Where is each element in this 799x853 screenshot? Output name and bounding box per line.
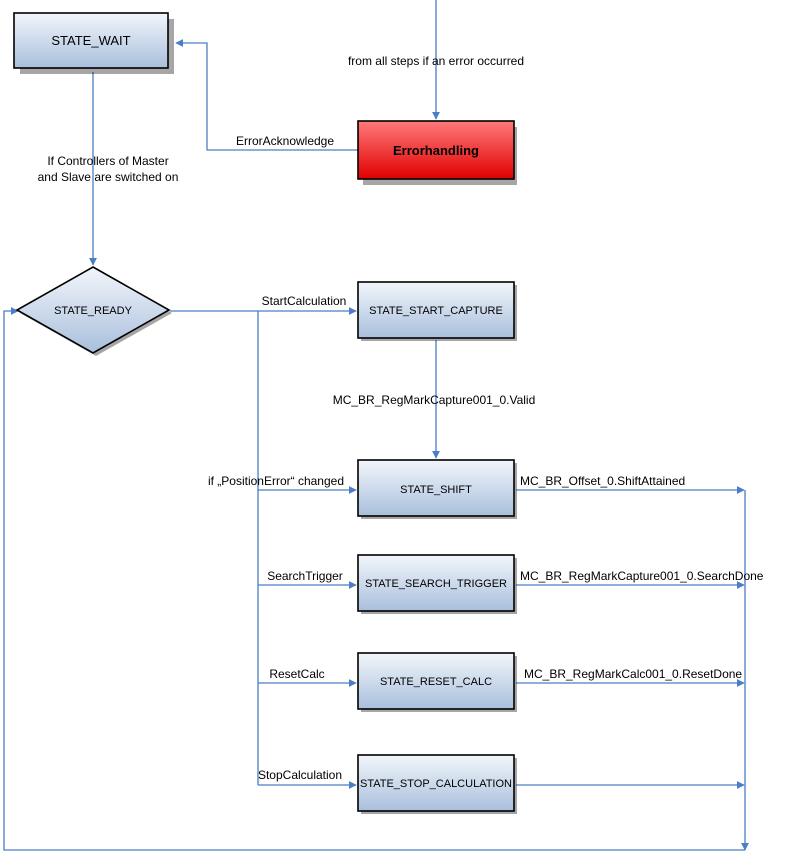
state-start-capture-label: STATE_START_CAPTURE	[369, 305, 503, 317]
state-shift-node: STATE_SHIFT	[357, 459, 517, 519]
edge-error-ack	[175, 39, 358, 151]
state-reset-calc-label: STATE_RESET_CALC	[380, 676, 492, 688]
edge-labels: from all steps if an error occurred Erro…	[38, 54, 764, 782]
label-start-calculation: StartCalculation	[262, 294, 347, 308]
state-wait-node: STATE_WAIT	[13, 12, 174, 74]
errorhandling-node: Errorhandling	[357, 120, 517, 185]
state-start-capture-node: STATE_START_CAPTURE	[357, 281, 517, 341]
edge-return-loop	[3, 307, 745, 851]
label-search-trigger: SearchTrigger	[267, 569, 343, 583]
state-stop-calculation-node: STATE_STOP_CALCULATION	[357, 754, 517, 814]
state-shift-label: STATE_SHIFT	[400, 484, 472, 496]
label-position-error: if „PositionError“ changed	[208, 474, 344, 488]
state-stop-calculation-label: STATE_STOP_CALCULATION	[360, 778, 512, 790]
edges	[3, 0, 749, 851]
label-error-acknowledge: ErrorAcknowledge	[236, 134, 334, 148]
state-wait-label: STATE_WAIT	[51, 33, 130, 48]
state-search-trigger-node: STATE_SEARCH_TRIGGER	[357, 554, 517, 614]
label-controllers-line2: and Slave are switched on	[38, 170, 179, 184]
errorhandling-label: Errorhandling	[393, 143, 479, 158]
label-controllers-line1: If Controllers of Master	[47, 154, 168, 168]
state-reset-calc-node: STATE_RESET_CALC	[357, 652, 517, 712]
state-ready-node: STATE_READY	[15, 266, 172, 356]
label-capture-valid: MC_BR_RegMarkCapture001_0.Valid	[333, 393, 536, 407]
state-search-trigger-label: STATE_SEARCH_TRIGGER	[365, 578, 507, 590]
state-ready-label: STATE_READY	[54, 305, 132, 317]
label-reset-calc: ResetCalc	[269, 667, 324, 681]
label-reset-done: MC_BR_RegMarkCalc001_0.ResetDone	[524, 667, 742, 681]
label-shift-attained: MC_BR_Offset_0.ShiftAttained	[520, 474, 685, 488]
label-stop-calculation: StopCalculation	[258, 768, 342, 782]
label-search-done: MC_BR_RegMarkCapture001_0.SearchDone	[520, 569, 764, 583]
label-from-all-steps: from all steps if an error occurred	[348, 54, 524, 68]
